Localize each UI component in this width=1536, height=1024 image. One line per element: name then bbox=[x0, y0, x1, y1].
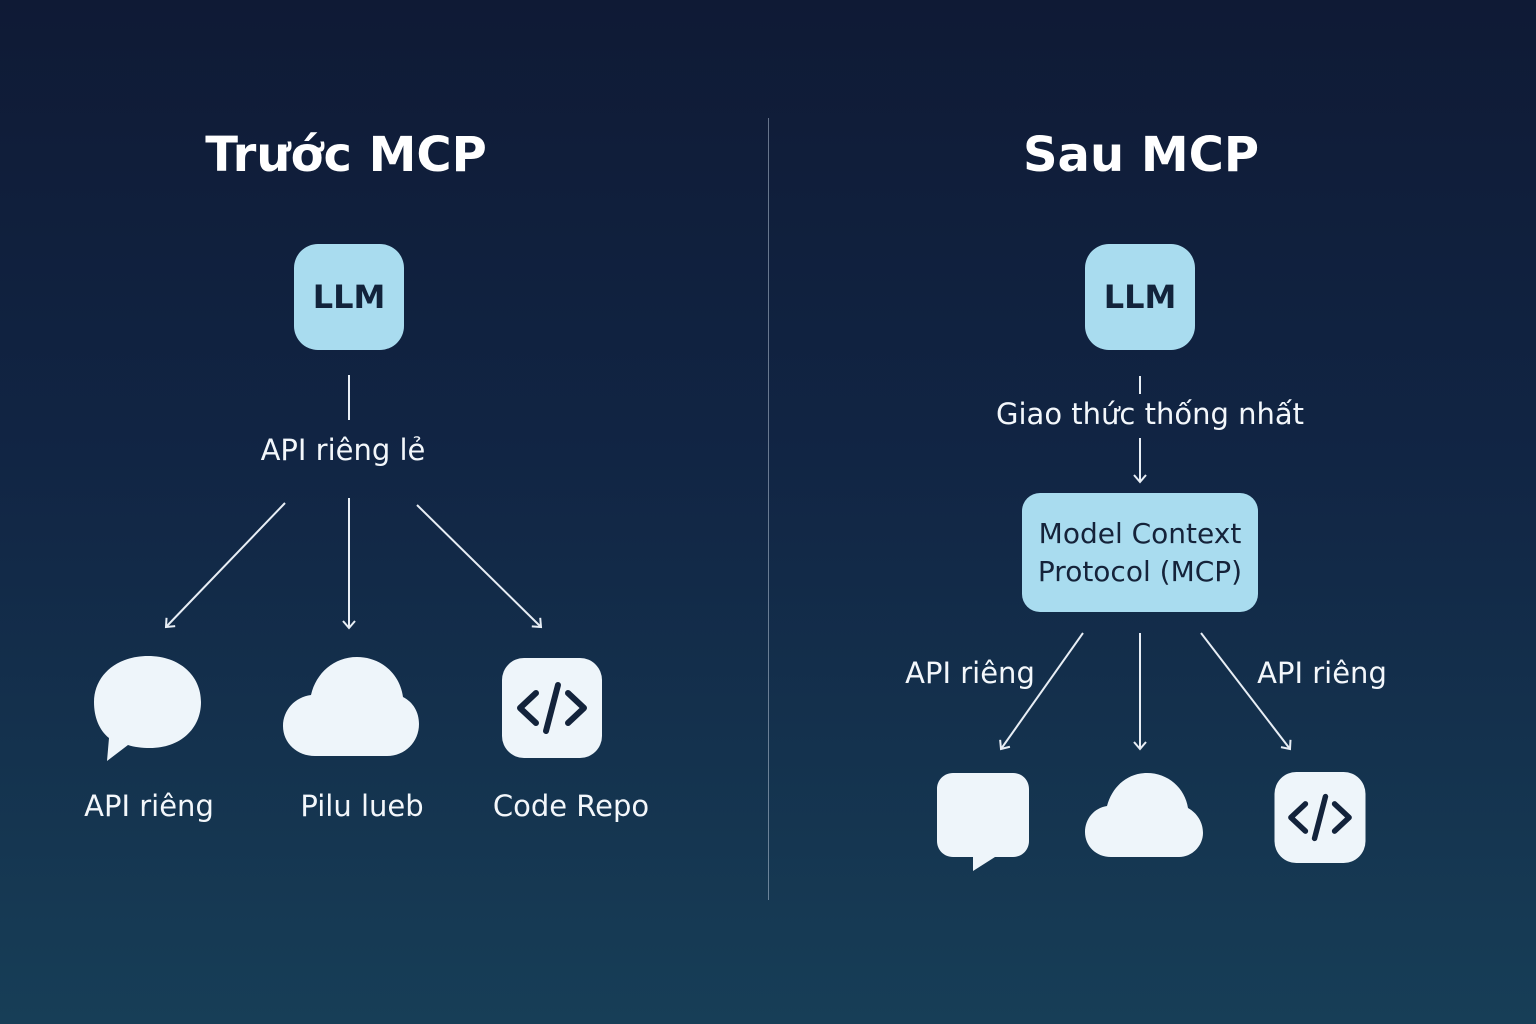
chat-bubble-icon bbox=[94, 656, 202, 762]
right-arrow-to-code bbox=[1200, 632, 1292, 751]
right-connector-label: Giao thức thống nhất bbox=[996, 397, 1304, 431]
left-target-label-code: Code Repo bbox=[492, 789, 650, 823]
mcp-node: Model Context Protocol (MCP) bbox=[1022, 493, 1258, 612]
left-arrow-to-chat bbox=[164, 502, 286, 629]
right-arrow-to-chat bbox=[999, 632, 1084, 751]
left-arrow-to-code bbox=[416, 504, 543, 629]
right-llm-node: LLM bbox=[1085, 244, 1195, 350]
mcp-node-line1: Model Context bbox=[1038, 516, 1242, 550]
code-icon bbox=[502, 658, 602, 758]
center-divider bbox=[768, 118, 769, 900]
left-target-label-cloud: Pilu lueb bbox=[300, 789, 424, 823]
left-title: Trước MCP bbox=[205, 127, 487, 183]
right-branch-label-right: API riêng bbox=[1257, 656, 1387, 690]
left-connector-label: API riêng lẻ bbox=[260, 433, 426, 467]
mcp-node-line2: Protocol (MCP) bbox=[1037, 554, 1243, 588]
left-target-label-chat: API riêng bbox=[84, 789, 214, 823]
cloud-icon bbox=[283, 657, 419, 757]
right-branch-label-left: API riêng bbox=[905, 656, 1035, 690]
left-llm-node: LLM bbox=[294, 244, 404, 350]
code-icon bbox=[1274, 772, 1366, 863]
chat-bubble-icon bbox=[937, 773, 1029, 871]
cloud-icon bbox=[1085, 773, 1203, 857]
right-title: Sau MCP bbox=[1022, 127, 1259, 183]
